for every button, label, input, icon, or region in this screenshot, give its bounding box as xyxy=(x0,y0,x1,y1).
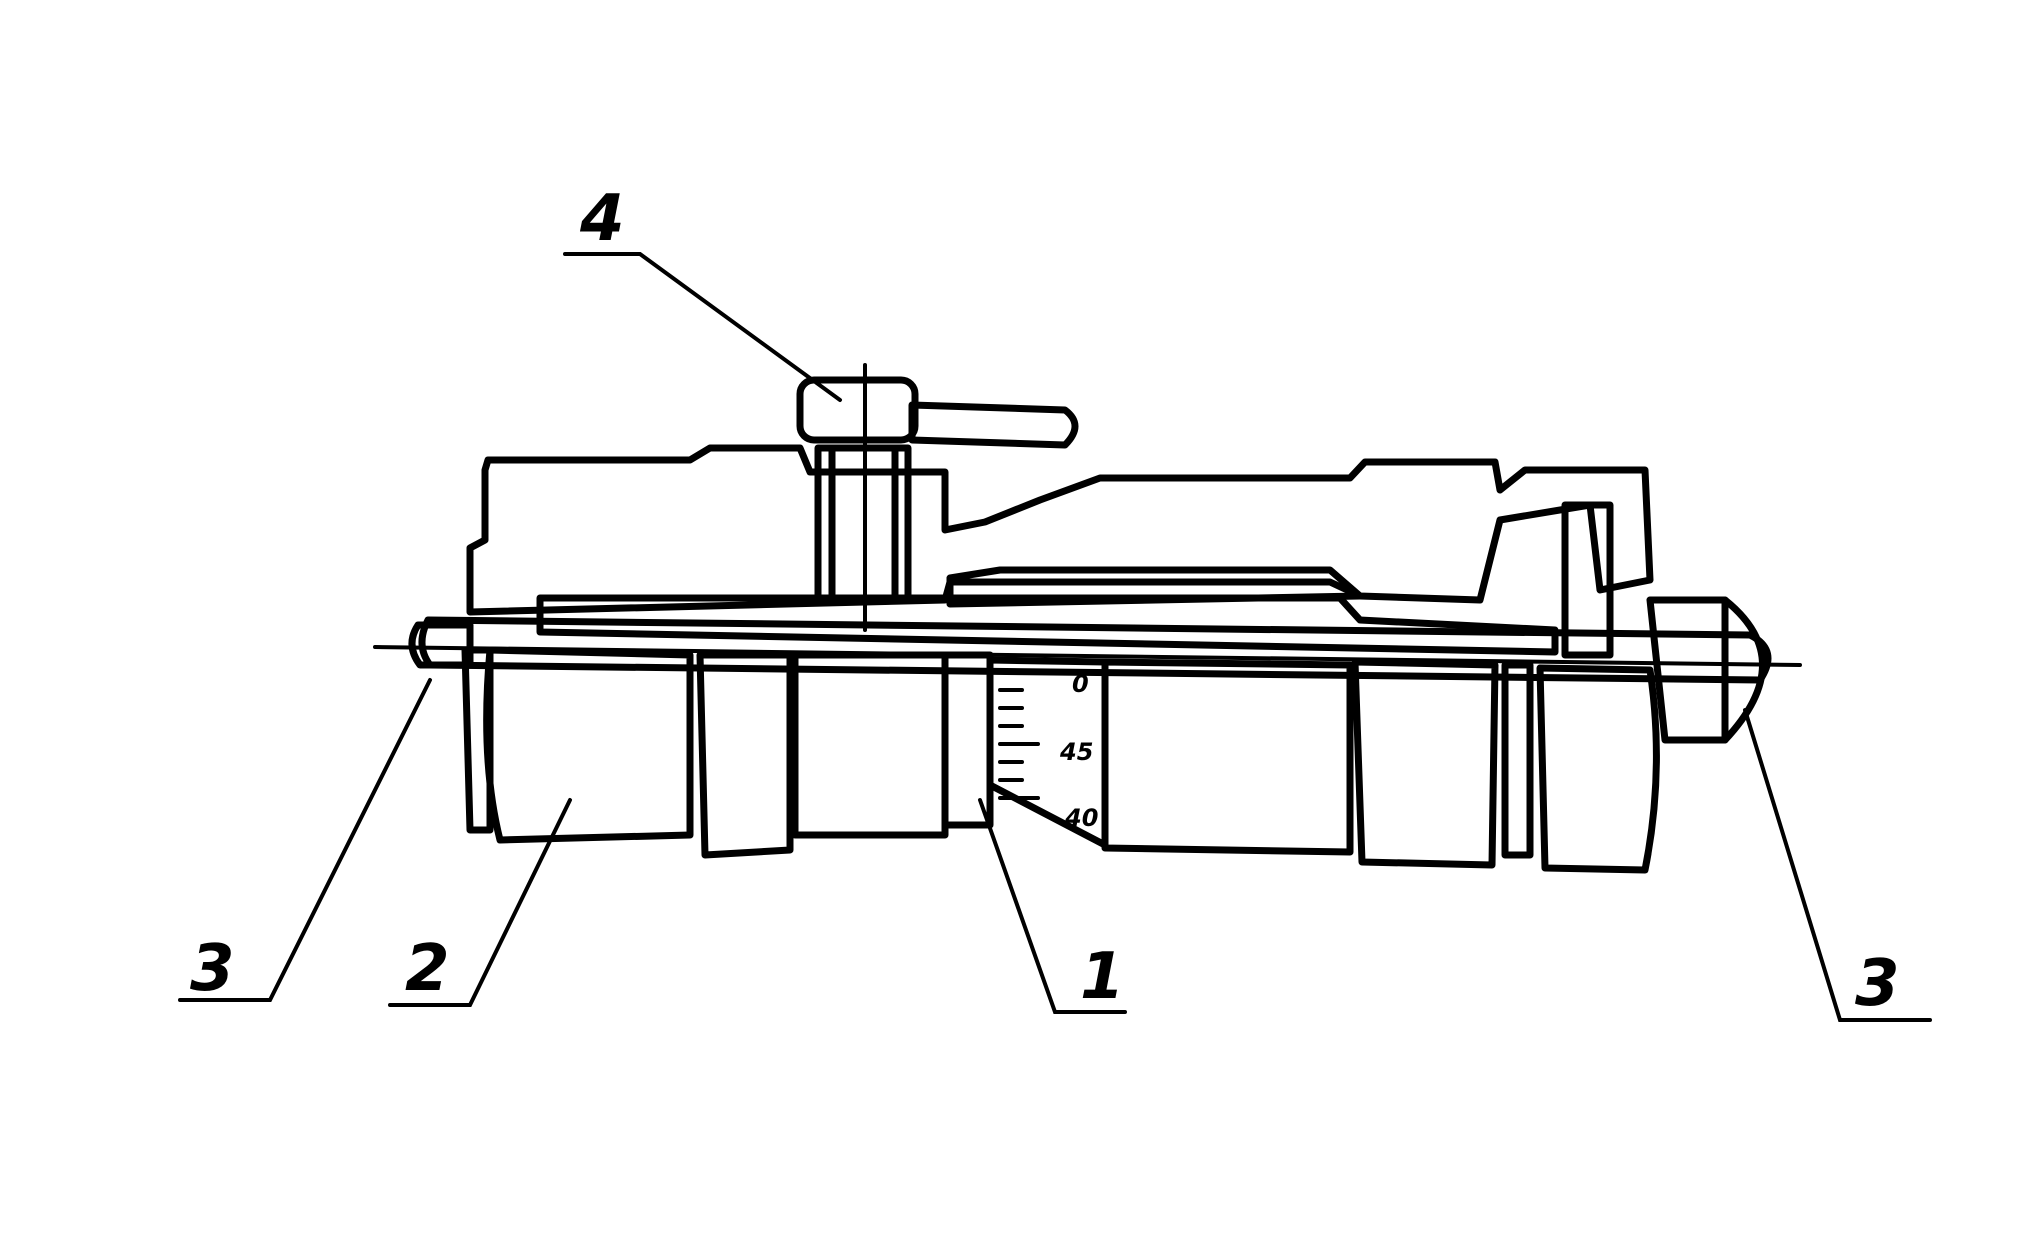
left-knurled-nut xyxy=(461,646,949,859)
scale-ticks xyxy=(998,670,1040,800)
leader-3-right xyxy=(1743,708,1932,1022)
right-anvil-tip xyxy=(1561,501,1766,744)
leader-1 xyxy=(978,798,1127,1014)
housing-section xyxy=(466,444,1654,656)
leader-3-left xyxy=(178,678,432,1002)
callout-3-right: 3 xyxy=(1855,947,1900,1021)
scale-label-40: 40 xyxy=(1064,804,1098,832)
scale-label-0: 0 xyxy=(1072,670,1089,698)
right-knurled-nut xyxy=(1351,658,1660,874)
thimble: 0 45 40 xyxy=(941,651,1354,856)
callout-2: 2 xyxy=(405,932,450,1006)
leader-lines xyxy=(178,252,1932,1022)
locking-clamp xyxy=(796,363,1079,632)
callout-3-left: 3 xyxy=(190,932,235,1006)
scale-label-45: 45 xyxy=(1059,738,1093,766)
leader-4 xyxy=(563,252,842,402)
leader-2 xyxy=(388,798,572,1007)
callout-4: 4 xyxy=(579,182,625,256)
callout-1: 1 xyxy=(1080,940,1125,1014)
